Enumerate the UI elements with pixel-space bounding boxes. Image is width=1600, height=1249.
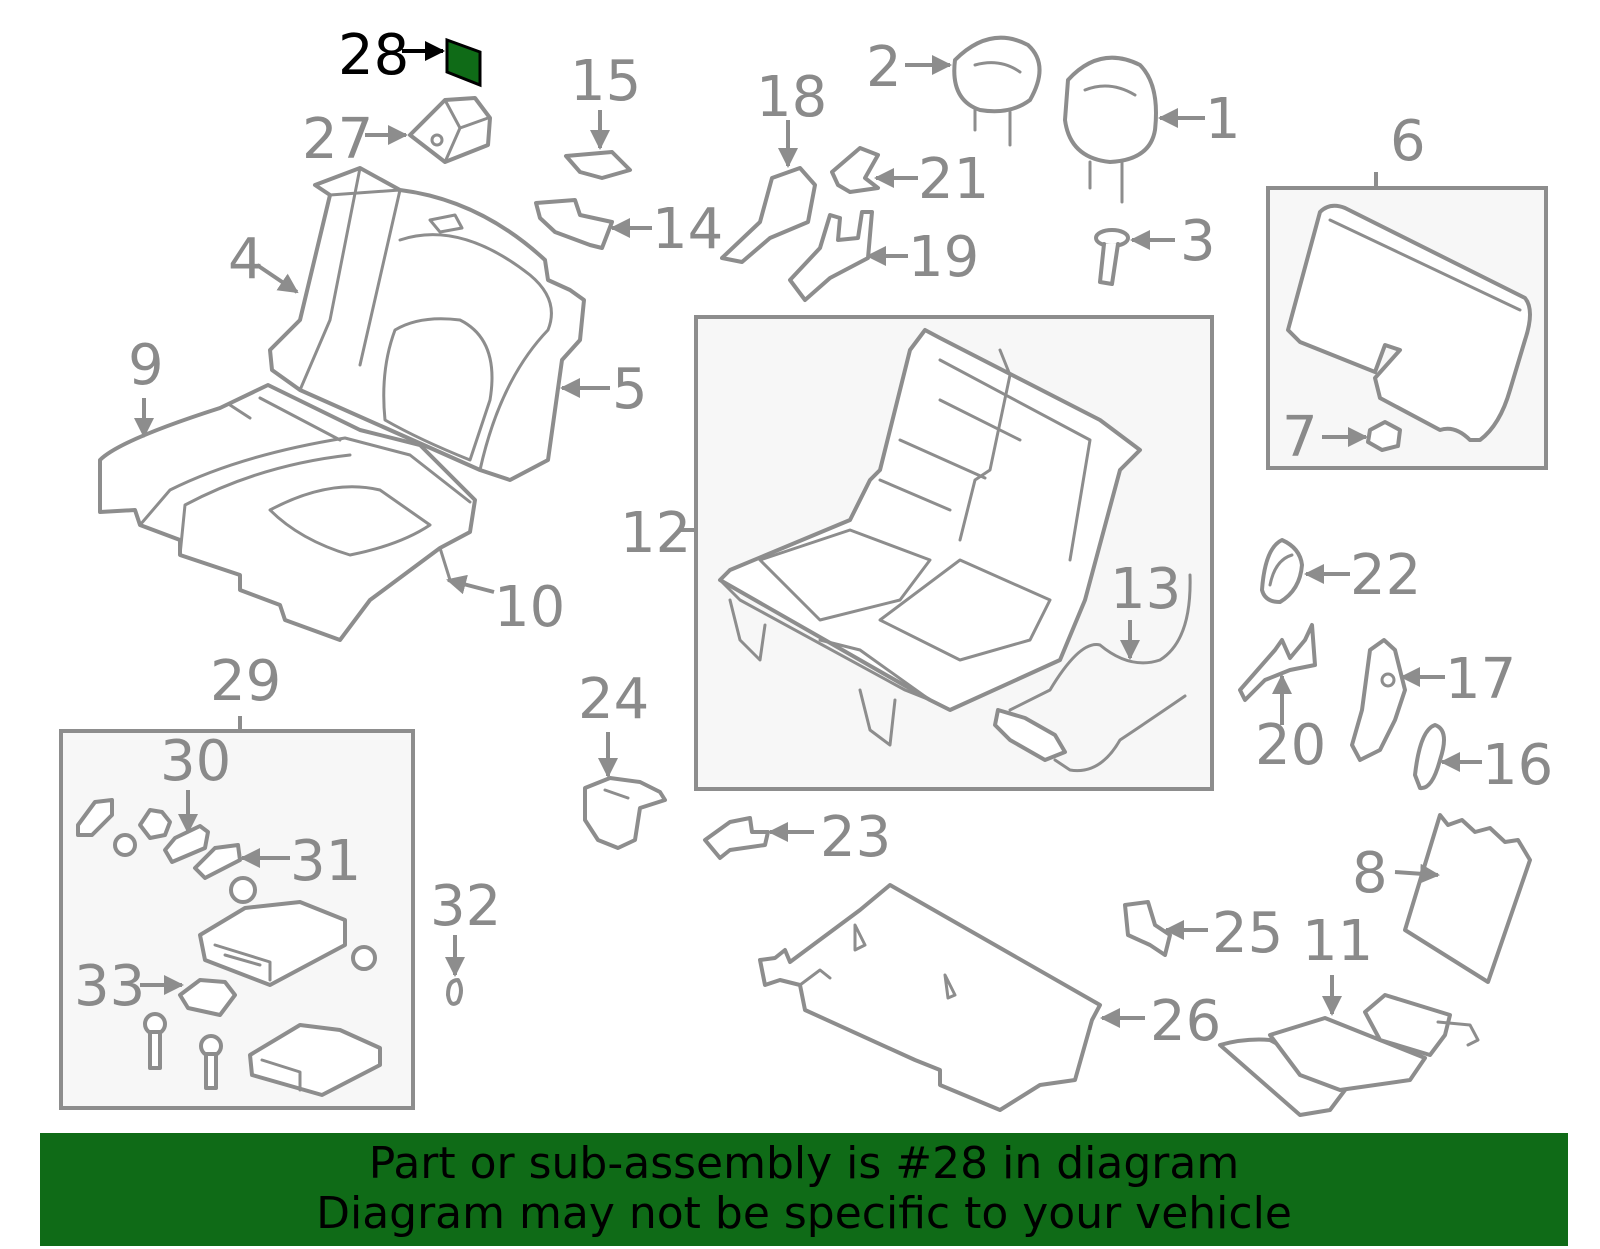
part-3-shape[interactable] (1094, 228, 1130, 286)
label-14[interactable]: 14 (652, 197, 723, 262)
label-20[interactable]: 20 (1255, 713, 1326, 778)
label-13[interactable]: 13 (1110, 557, 1181, 622)
label-30[interactable]: 30 (160, 729, 231, 794)
part-22-shape[interactable] (1260, 538, 1304, 604)
label-16[interactable]: 16 (1482, 733, 1553, 798)
label-28[interactable]: 28 (338, 23, 409, 88)
part-20-shape[interactable] (1238, 623, 1317, 702)
part-6-shape[interactable] (1286, 203, 1532, 442)
banner-line-disclaimer: Diagram may not be specific to your vehi… (316, 1188, 1292, 1239)
label-1[interactable]: 1 (1205, 87, 1241, 152)
label-26[interactable]: 26 (1150, 989, 1221, 1054)
label-19[interactable]: 19 (908, 225, 979, 290)
label-27[interactable]: 27 (302, 107, 373, 172)
label-8[interactable]: 8 (1352, 841, 1388, 906)
label-18[interactable]: 18 (756, 65, 827, 130)
label-21[interactable]: 21 (918, 147, 989, 212)
part-21-shape[interactable] (830, 146, 880, 194)
part-9-shape[interactable] (98, 383, 477, 642)
part-11-shape[interactable] (1218, 993, 1480, 1117)
label-17[interactable]: 17 (1445, 647, 1516, 712)
label-22[interactable]: 22 (1350, 543, 1421, 608)
label-25[interactable]: 25 (1212, 901, 1283, 966)
part-25-shape[interactable] (1123, 900, 1172, 957)
part-13-shape[interactable] (993, 573, 1192, 773)
part-17-shape[interactable] (1350, 638, 1407, 762)
part-26-shape[interactable] (758, 883, 1102, 1112)
label-29[interactable]: 29 (210, 649, 281, 714)
part-14-shape[interactable] (534, 198, 614, 250)
part-18-shape[interactable] (720, 166, 817, 264)
part-8-shape[interactable] (1403, 813, 1532, 984)
label-12[interactable]: 12 (620, 501, 691, 566)
part-7-shape[interactable] (1366, 420, 1402, 452)
label-24[interactable]: 24 (578, 667, 649, 732)
label-2[interactable]: 2 (866, 35, 902, 100)
label-33[interactable]: 33 (74, 954, 145, 1019)
label-3[interactable]: 3 (1180, 209, 1216, 274)
part-24-shape[interactable] (583, 776, 667, 850)
label-5[interactable]: 5 (612, 357, 648, 422)
label-32[interactable]: 32 (430, 874, 501, 939)
label-10[interactable]: 10 (494, 575, 565, 640)
part-12-shape[interactable] (718, 328, 1142, 747)
part-27-shape[interactable] (408, 96, 492, 164)
part-19-shape[interactable] (788, 210, 874, 302)
part-2-shape[interactable] (952, 35, 1042, 147)
label-7[interactable]: 7 (1282, 405, 1318, 470)
armrest-kit-parts[interactable] (76, 798, 463, 1097)
part-15-shape[interactable] (564, 150, 632, 180)
label-6[interactable]: 6 (1390, 109, 1426, 174)
banner-line-part: Part or sub-assembly is #28 in diagram (368, 1138, 1240, 1189)
label-4[interactable]: 4 (228, 227, 264, 292)
label-23[interactable]: 23 (820, 805, 891, 870)
label-31[interactable]: 31 (290, 829, 361, 894)
part-1-shape[interactable] (1063, 55, 1158, 204)
info-banner: Part or sub-assembly is #28 in diagram D… (40, 1133, 1568, 1246)
label-15[interactable]: 15 (570, 49, 641, 114)
part-16-shape[interactable] (1413, 723, 1446, 791)
part-28-shape[interactable] (445, 37, 482, 88)
part-23-shape[interactable] (703, 816, 770, 860)
part-4-shape[interactable] (268, 166, 586, 482)
label-9[interactable]: 9 (128, 333, 164, 398)
label-11[interactable]: 11 (1302, 909, 1373, 974)
